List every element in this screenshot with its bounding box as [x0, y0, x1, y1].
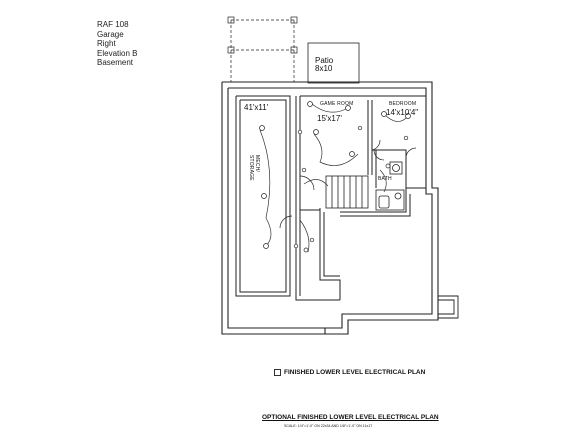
bath-fixtures — [375, 161, 405, 211]
garage-walls — [340, 187, 426, 217]
legend-label: FINISHED LOWER LEVEL ELECTRICAL PLAN — [284, 369, 426, 376]
info-line-elevation: Elevation B — [97, 48, 138, 58]
game-room-walls — [300, 95, 373, 300]
plan-legend: FINISHED LOWER LEVEL ELECTRICAL PLAN — [274, 369, 425, 376]
patio-slab — [307, 42, 360, 84]
legend-checkbox-icon — [274, 369, 281, 376]
game-room-label: GAME ROOM — [320, 101, 354, 107]
bedroom-label: BEDROOM — [389, 101, 417, 107]
storage-room-walls — [235, 95, 340, 301]
plan-title: OPTIONAL FINISHED LOWER LEVEL ELECTRICAL… — [262, 414, 439, 421]
door-swings — [279, 139, 417, 229]
storage-name-line-1: MECH/ — [254, 155, 260, 173]
exterior-walls — [221, 81, 439, 335]
bedroom-size: 14'x10'4" — [386, 108, 419, 117]
game-room-size: 15'x17' — [317, 114, 342, 123]
electrical-fixtures — [259, 101, 411, 253]
patio-column-markers — [227, 16, 298, 54]
plan-scale: SCALE: 1/4"=1'-0" ON 22x34 AND 1/8"=1'-0… — [284, 424, 373, 428]
patio-label: Patio — [315, 56, 334, 65]
storage-size: 41'x11' — [244, 103, 269, 112]
info-line-level: Basement — [97, 58, 134, 68]
patio-size: 8x10 — [315, 64, 333, 73]
patio-outline — [230, 19, 295, 82]
electrical-circuits — [259, 103, 409, 253]
stairs — [325, 175, 369, 209]
info-line-plan-name: RAF 108 — [97, 20, 129, 29]
plan-info-block: RAF 108 Garage Right Elevation B Basemen… — [97, 20, 137, 68]
bump-out-right — [438, 295, 459, 319]
info-line-garage: Garage — [97, 29, 124, 39]
bath-label: BATH — [378, 176, 392, 182]
info-line-orientation: Right — [97, 39, 116, 49]
storage-name-line-2: STORAGE — [248, 155, 254, 181]
